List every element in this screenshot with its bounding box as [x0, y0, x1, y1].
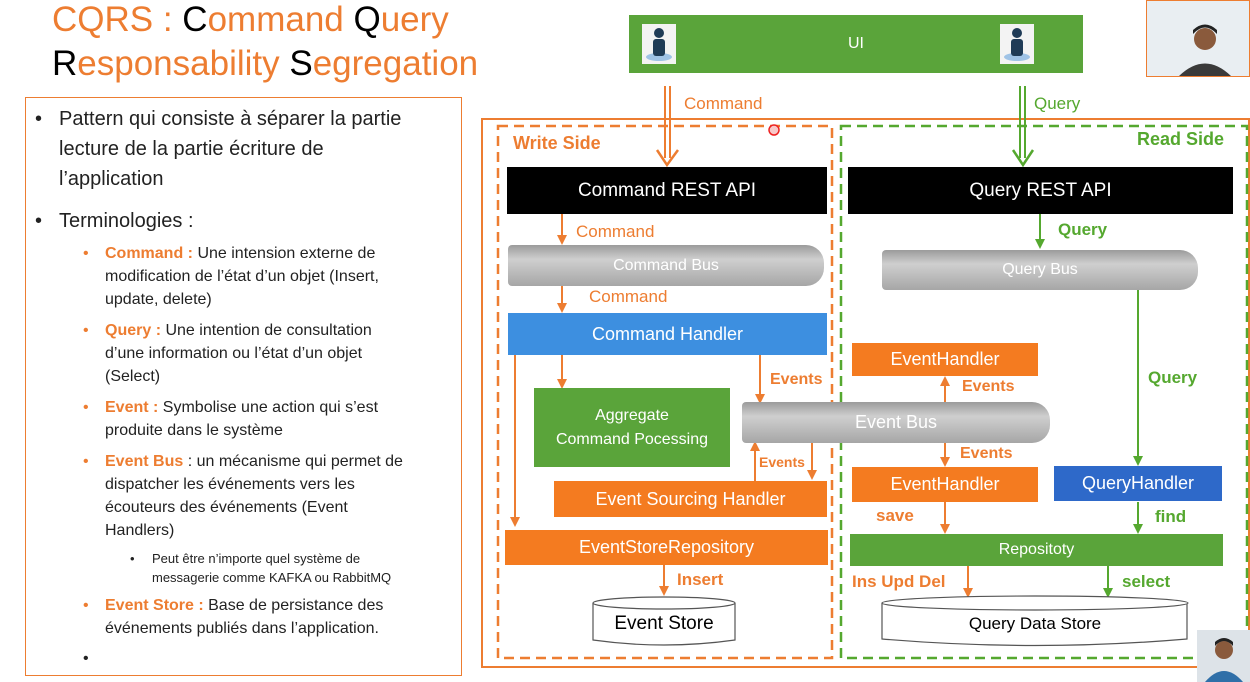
- find-label: find: [1155, 507, 1187, 526]
- slide-title-line-1: CQRS : Command Query: [52, 0, 449, 39]
- read-side-label: Read Side: [1137, 129, 1225, 149]
- bullet-dot: •: [35, 108, 43, 130]
- user-icon: [1000, 24, 1034, 64]
- sub-bullet-line-2: messagerie comme KAFKA ou RabbitMQ: [152, 570, 392, 585]
- event-store-repository-box: EventStoreRepository: [505, 530, 828, 565]
- term-eventbus-line-3: écouteurs des événements (Event: [105, 499, 348, 516]
- events-flow-label: Events: [962, 378, 1015, 395]
- events-flow-label: Events: [759, 454, 805, 470]
- query-flow-label: Query: [1148, 368, 1198, 387]
- bullet-pattern-line-3: l’application: [59, 168, 164, 190]
- repository-box: Repositoty: [850, 534, 1223, 566]
- term-eventbus-line-4: Handlers): [105, 522, 175, 539]
- term-event-line-2: produite dans le système: [105, 422, 283, 439]
- term-query-line-3: (Select): [105, 368, 161, 385]
- sub-bullet-dot: •: [83, 322, 89, 339]
- query-flow-label: Query: [1058, 220, 1108, 239]
- bullet-dot: •: [35, 210, 43, 232]
- event-store-label: Event Store: [614, 613, 714, 634]
- query-bus-pipe: Query Bus: [882, 250, 1198, 290]
- term-eventstore-line-1: Event Store : Base de persistance des: [105, 597, 384, 614]
- term-query-line-2: d’une information ou l’état d’un objet: [105, 345, 363, 362]
- read-side-container: [839, 124, 1249, 660]
- pointer-dot: [768, 124, 780, 136]
- event-bus-pipe: Event Bus: [742, 402, 1050, 443]
- command-bus-pipe: Command Bus: [508, 245, 824, 286]
- bullet-pattern-line-2: lecture de la partie écriture de: [59, 138, 324, 160]
- event-store-cylinder: [592, 603, 736, 646]
- slide-title-line-2: Responsability Segregation: [52, 44, 479, 83]
- term-event-line-1: Event : Symbolise une action qui s’est: [105, 399, 379, 416]
- diagram-border: [481, 118, 1250, 668]
- command-handler-box: Command Handler: [508, 313, 827, 355]
- sub-bullet-dot: •: [83, 399, 89, 416]
- save-label: save: [876, 506, 914, 525]
- bullet-terminologies: Terminologies :: [59, 210, 194, 232]
- write-side-label: Write Side: [513, 133, 601, 153]
- term-query-line-1: Query : Une intention de consultation: [105, 322, 372, 339]
- term-eventstore-line-2: événements publiés dans l’application.: [105, 620, 379, 637]
- select-label: select: [1122, 572, 1171, 591]
- sub-sub-bullet-dot: •: [130, 551, 135, 566]
- query-data-store-label: Query Data Store: [968, 614, 1102, 633]
- insert-label: Insert: [677, 570, 724, 589]
- command-flow-label: Command: [576, 222, 655, 241]
- term-command-line-2: modification de l’état d’un objet (Inser…: [105, 268, 379, 285]
- sub-bullet-dot: •: [83, 453, 89, 470]
- query-label: Query: [1034, 94, 1081, 113]
- events-flow-label: Events: [770, 371, 823, 388]
- command-flow-label: Command: [589, 287, 668, 306]
- term-eventbus-line-2: dispatcher les événements vers les: [105, 476, 355, 493]
- query-rest-api-box: Query REST API: [848, 167, 1233, 214]
- event-handler-box-bottom: EventHandler: [852, 467, 1038, 502]
- sub-bullet-dot: •: [83, 597, 89, 614]
- notes-panel: [25, 97, 462, 676]
- sub-bullet-dot: •: [83, 245, 89, 262]
- webcam-thumbnail: [1146, 0, 1250, 77]
- term-command-line-3: update, delete): [105, 291, 212, 308]
- term-command-line-1: Command : Une intension externe de: [105, 245, 376, 262]
- webcam-thumbnail: [1197, 630, 1250, 682]
- command-label: Command: [684, 94, 763, 113]
- query-data-store-cylinder: [881, 603, 1188, 647]
- command-rest-api-box: Command REST API: [507, 167, 827, 214]
- bullet-pattern-line-1: Pattern qui consiste à séparer la partie: [59, 108, 402, 130]
- event-sourcing-handler-box: Event Sourcing Handler: [554, 481, 827, 517]
- ins-upd-del-label: Ins Upd Del: [852, 572, 946, 591]
- empty-bullet-dot: •: [83, 650, 89, 667]
- user-icon: [642, 24, 676, 64]
- term-eventbus-line-1: Event Bus : un mécanisme qui permet de: [105, 453, 403, 470]
- sub-bullet-line-1: Peut être n’importe quel système de: [152, 551, 361, 566]
- events-flow-label: Events: [960, 445, 1013, 462]
- query-handler-box: QueryHandler: [1054, 466, 1222, 501]
- event-handler-box-top: EventHandler: [852, 343, 1038, 376]
